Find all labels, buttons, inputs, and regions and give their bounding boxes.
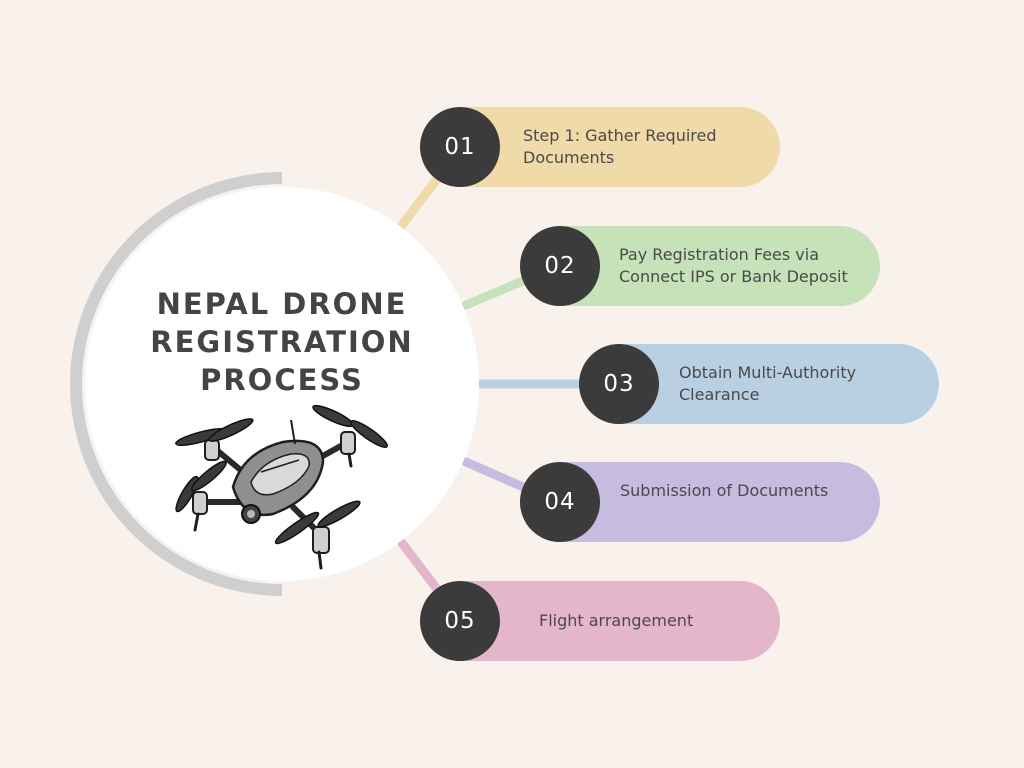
step-pill-02: 02 Pay Registration Fees via Connect IPS…	[520, 226, 880, 306]
step-label-01: Step 1: Gather Required Documents	[523, 126, 717, 167]
hub-title-line-1: NEPAL DRONE	[156, 287, 408, 321]
hub-title-line-3: PROCESS	[200, 363, 364, 397]
step-badge-02: 02	[520, 226, 600, 306]
connector-line-04	[461, 457, 535, 495]
step-label-03: Obtain Multi-Authority Clearance	[679, 363, 857, 404]
step-label-02: Pay Registration Fees via Connect IPS or…	[619, 245, 848, 286]
step-badge-04: 04	[520, 462, 600, 542]
step-pill-01: 01 Step 1: Gather Required Documents	[420, 107, 780, 187]
step-pill-03: 03 Obtain Multi-Authority Clearance	[579, 344, 939, 424]
connector-line-02	[461, 273, 535, 310]
step-badge-05: 05	[420, 581, 500, 661]
step-label-04: Submission of Documents	[620, 481, 829, 500]
drone-icon	[175, 404, 388, 570]
connector-line-05	[397, 538, 445, 598]
step-badge-03: 03	[579, 344, 659, 424]
hub-title-line-2: REGISTRATION	[150, 325, 414, 359]
step-pill-05: 05 Flight arrangement	[420, 581, 780, 661]
step-label-05: Flight arrangement	[539, 611, 694, 630]
hub-title: NEPAL DRONE REGISTRATION PROCESS	[85, 285, 479, 399]
connector-line-01	[397, 170, 445, 230]
hub-circle: NEPAL DRONE REGISTRATION PROCESS	[85, 187, 479, 581]
step-pill-04: 04 Submission of Documents	[520, 462, 880, 542]
step-badge-01: 01	[420, 107, 500, 187]
